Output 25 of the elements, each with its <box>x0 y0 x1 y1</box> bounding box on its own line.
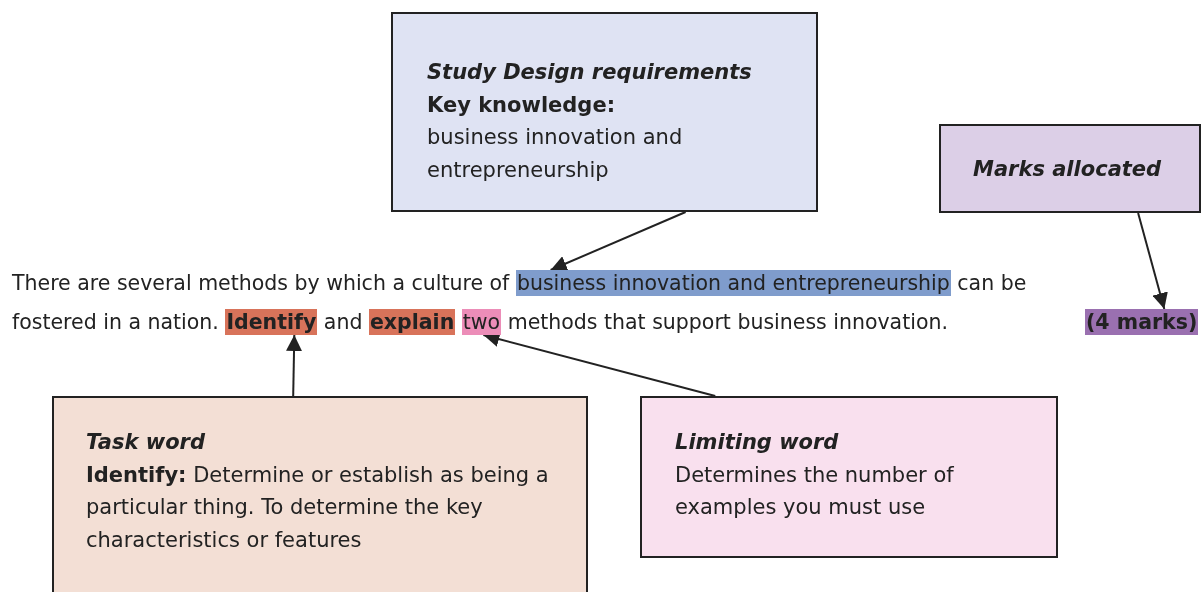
callout-box <box>391 12 818 212</box>
question-text: There are several methods by which a culture of <box>12 271 510 295</box>
highlighted-word: explain <box>368 309 456 335</box>
callout-heading: Task word <box>86 429 206 456</box>
callout-box <box>939 124 1201 213</box>
callout-heading: Limiting word <box>675 429 840 456</box>
question-text: can be <box>957 271 1027 295</box>
arrow <box>286 334 302 397</box>
highlighted-word: two <box>461 309 502 335</box>
question-text: and <box>323 310 363 334</box>
callout-box <box>52 396 588 592</box>
highlighted-word: Identify <box>225 309 318 335</box>
highlighted-word: business innovation and entrepreneurship <box>515 270 951 296</box>
callout-text: Determines the number of examples you must use <box>675 461 955 522</box>
callout-text: business innovation and entrepreneurship <box>427 124 684 184</box>
callout-heading: Marks allocated <box>973 156 1163 183</box>
arrow <box>549 211 687 272</box>
callout-heading: Study Design requirements <box>427 59 753 86</box>
question-text: fostered in a nation. <box>12 310 219 334</box>
callout-box <box>640 396 1058 558</box>
marks-badge: (4 marks) <box>1085 309 1199 335</box>
callout-text: Identify: Determine or establish as being a particular thing. To determine the key characteristics or features <box>86 461 550 554</box>
arrow <box>1137 212 1168 310</box>
callout-text: Key knowledge: <box>427 91 617 119</box>
question-text: methods that support business innovation. <box>507 310 948 334</box>
